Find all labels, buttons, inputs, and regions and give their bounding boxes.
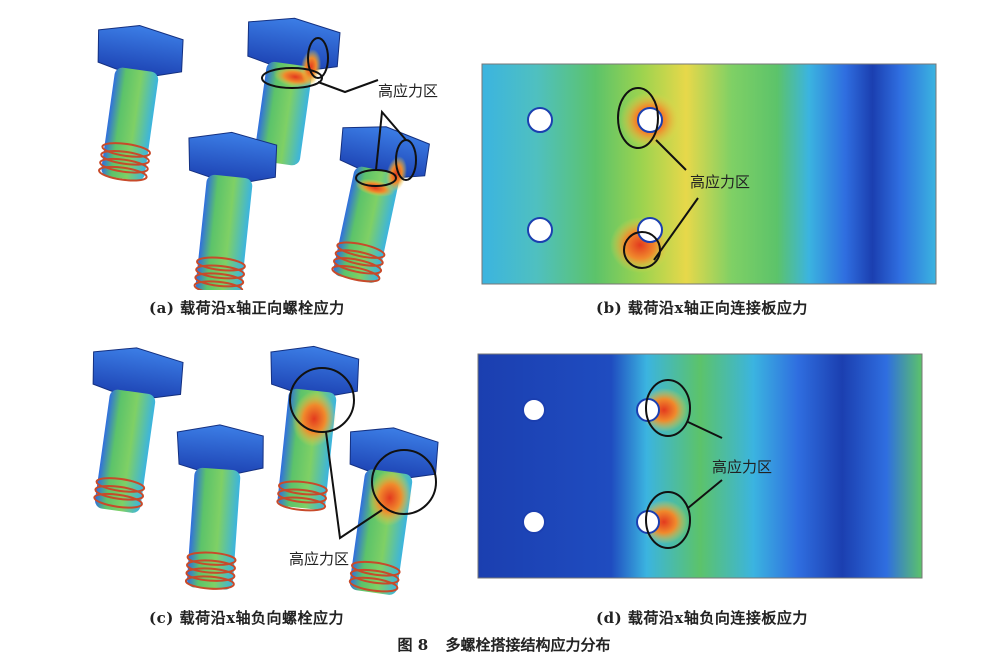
panel-label: (d) [596, 609, 623, 627]
panel-a: 高应力区 (a) 载荷沿x轴正向螺栓应力 [0, 0, 500, 320]
bolt-model [176, 424, 264, 590]
callout-markers [617, 87, 699, 269]
callout-label: 高应力区 [690, 173, 751, 191]
panel-d: 高应力区 (d) 载荷沿x轴负向连接板应力 [476, 352, 936, 632]
plate-stress-figure-b [481, 63, 937, 285]
bolt-hole [637, 107, 663, 133]
bolt-stress-figure-c [92, 345, 439, 595]
figure-title: 多螺栓搭接结构应力分布 [445, 636, 611, 654]
bolt-model [97, 25, 184, 182]
panel-label: (b) [596, 299, 623, 317]
callout-label: 高应力区 [712, 458, 773, 476]
bolt-model [331, 126, 430, 283]
panel-label: (a) [149, 299, 175, 317]
panel-caption: (a) 载荷沿x轴正向螺栓应力 [149, 297, 345, 318]
panel-caption: (c) 载荷沿x轴负向螺栓应力 [149, 607, 344, 628]
bolt-model [348, 427, 439, 595]
panel-caption: (d) 载荷沿x轴负向连接板应力 [596, 607, 808, 628]
figure-number: 图 8 [397, 636, 429, 654]
bolt-hole [527, 217, 553, 243]
plate-stress-figure-d [477, 353, 923, 579]
bolt-hole [522, 398, 546, 422]
bolt-hole [522, 510, 546, 534]
bolt-model [188, 131, 278, 290]
panel-b: 高应力区 (b) 载荷沿x轴正向连接板应力 [480, 60, 940, 320]
callout-markers [261, 37, 417, 187]
caption-text: 载荷沿x轴正向螺栓应力 [180, 299, 345, 317]
caption-text: 载荷沿x轴负向连接板应力 [627, 609, 808, 627]
bolt-hole [637, 217, 663, 243]
caption-text: 载荷沿x轴正向连接板应力 [627, 299, 808, 317]
callout-label: 高应力区 [378, 82, 439, 100]
panel-label: (c) [149, 609, 174, 627]
caption-text: 载荷沿x轴负向螺栓应力 [179, 609, 345, 627]
bolt-stress-figure-a [97, 17, 430, 290]
callout-markers [289, 367, 437, 540]
callout-label: 高应力区 [289, 550, 350, 568]
callout-markers [645, 379, 723, 549]
panel-caption: (b) 载荷沿x轴正向连接板应力 [596, 297, 808, 318]
panel-c: 高应力区 (c) 载荷沿x轴负向螺栓应力 [0, 330, 500, 630]
figure-caption: 图 8 多螺栓搭接结构应力分布 [0, 634, 1008, 655]
bolt-model [270, 345, 360, 512]
bolt-model [92, 347, 184, 513]
bolt-hole [527, 107, 553, 133]
